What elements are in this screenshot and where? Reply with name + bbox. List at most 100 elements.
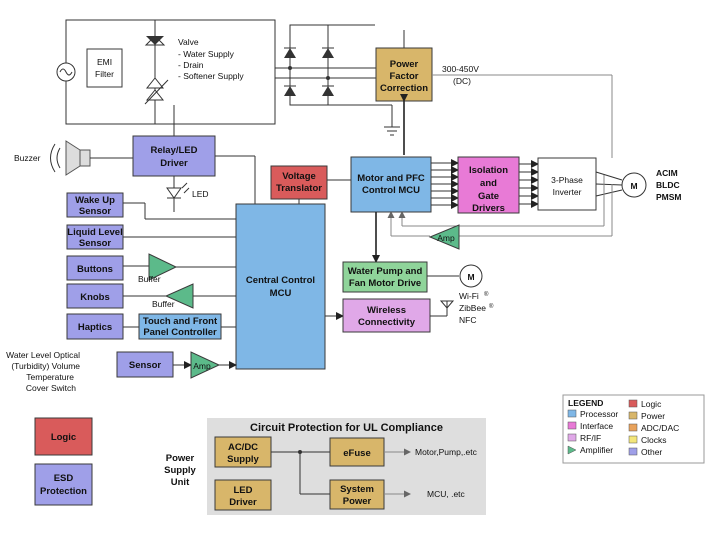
dc-unit-label: (DC) <box>453 76 471 86</box>
antenna-icon <box>439 300 455 316</box>
acdc-supply: AC/DC Supply <box>214 436 272 468</box>
touch-line-1: Touch and Front <box>143 316 218 327</box>
motor-m-label: M <box>630 181 637 191</box>
legend-swatch-clocks <box>628 435 638 444</box>
inv-line-2: Inverter <box>553 187 582 197</box>
wifi-reg: ® <box>484 291 489 298</box>
triac-icon <box>144 35 166 46</box>
efuse-label: eFuse <box>343 448 370 459</box>
logic-label: Logic <box>51 432 76 443</box>
touch-panel-controller: Touch and Front Panel Controller <box>138 313 222 340</box>
pump-fan-drive: Water Pump and Fan Motor Drive <box>342 261 428 293</box>
esd-protection-block: ESD Protection <box>34 463 93 506</box>
isolation-gate-drivers: Isolation and Gate Drivers <box>457 156 520 214</box>
motor-mcu-line-2: Control MCU <box>362 185 420 196</box>
dc-voltage-label: 300-450V <box>442 64 479 74</box>
legend-swatch-processor <box>567 409 577 418</box>
central-line-2: MCU <box>270 288 292 299</box>
legend-other: Other <box>641 447 662 457</box>
legend-adcdac: ADC/DAC <box>641 423 679 433</box>
pfc-line-1: Power <box>390 59 419 70</box>
vt-line-2: Translator <box>276 183 322 194</box>
relay-line-2: Driver <box>160 158 188 169</box>
led-driver-line-1: LED <box>234 485 253 496</box>
motor-type-1: ACIM <box>656 168 678 178</box>
valve-item-2: - Drain <box>178 60 204 70</box>
legend-swatch-interface <box>567 421 577 430</box>
pump-line-2: Fan Motor Drive <box>349 278 421 289</box>
knobs-block: Knobs <box>66 283 124 309</box>
logic-block: Logic <box>34 417 93 456</box>
knobs-label: Knobs <box>80 292 110 303</box>
buzzer-icon <box>50 140 91 176</box>
legend-swatch-adcdac <box>628 423 638 432</box>
sensor-label: Sensor <box>129 360 162 371</box>
legend-swatch-amplifier <box>567 445 577 455</box>
buffer-label-2: Buffer <box>152 299 175 309</box>
iso-line-1: Isolation <box>469 165 508 176</box>
valve-item-1: - Water Supply <box>178 49 235 59</box>
led-label: LED <box>192 189 209 199</box>
inv-line-1: 3-Phase <box>551 175 583 185</box>
legend-processor: Processor <box>580 409 618 419</box>
valve-title: Valve <box>178 37 199 47</box>
sensor-block: Sensor <box>116 351 174 378</box>
pump-motor-icon: M <box>459 264 483 288</box>
wifi-label: Wi-Fi <box>459 291 479 301</box>
psu-line-2: Supply <box>164 465 196 476</box>
valve-item-3: - Softener Supply <box>178 71 244 81</box>
emi-filter-label-1: EMI <box>97 57 112 67</box>
zigbee-label: ZibBee <box>459 303 486 313</box>
wireless-connectivity: Wireless Connectivity <box>342 298 431 333</box>
relay-led-driver: Relay/LED Driver <box>132 135 216 177</box>
legend-title: LEGEND <box>568 398 603 408</box>
bridge-diodes <box>284 47 334 96</box>
led-driver-line-2: Driver <box>229 497 257 508</box>
pump-m-label: M <box>467 272 474 282</box>
emi-filter: EMI Filter <box>86 48 123 88</box>
system-power-block: System Power <box>329 479 385 510</box>
wake-line-2: Sensor <box>79 206 112 217</box>
liquid-level-sensor: Liquid Level Sensor <box>66 224 124 250</box>
buttons-label: Buttons <box>77 264 113 275</box>
motor-phase-wires <box>595 171 623 236</box>
legend-swatch-logic <box>628 399 638 408</box>
legend-rfif: RF/IF <box>580 433 601 443</box>
sensor-amp: Amp <box>190 351 221 379</box>
three-phase-inverter: 3-Phase Inverter <box>537 157 597 211</box>
legend-swatch-rfif <box>567 433 577 442</box>
buttons-block: Buttons <box>66 255 124 281</box>
motor-icon: M <box>621 172 647 198</box>
emi-filter-label-2: Filter <box>95 69 114 79</box>
wake-line-1: Wake Up <box>75 195 115 206</box>
esd-line-1: ESD <box>54 473 74 484</box>
motor-type-3: PMSM <box>656 192 682 202</box>
buttons-buffer <box>148 253 178 281</box>
psu-line-3: Unit <box>171 477 190 488</box>
sys-line-2: Power <box>343 496 372 507</box>
wireless-line-2: Connectivity <box>358 317 416 328</box>
sensor-caption-3: Temperature <box>26 372 74 382</box>
haptics-block: Haptics <box>66 313 124 340</box>
sensor-caption-2: (Turbidity) Volume <box>11 361 80 371</box>
system-output-label: MCU, .etc <box>427 489 466 499</box>
sys-line-1: System <box>340 484 374 495</box>
touch-line-2: Panel Controller <box>143 327 217 338</box>
legend-interface: Interface <box>580 421 613 431</box>
legend-clocks: Clocks <box>641 435 667 445</box>
wake-up-sensor: Wake Up Sensor <box>66 192 124 218</box>
mains-wiring <box>65 19 393 127</box>
gate-bus <box>519 160 539 208</box>
motor-pfc-mcu: Motor and PFC Control MCU <box>350 156 432 213</box>
buffer-label-1: Buffer <box>138 274 161 284</box>
efuse-output-label: Motor,Pump,.etc <box>415 447 478 457</box>
feedback-amp-label: Amp <box>437 233 455 243</box>
motor-mcu-line-1: Motor and PFC <box>357 173 425 184</box>
legend-swatch-power <box>628 411 638 420</box>
pwm-bus <box>431 159 459 209</box>
voltage-translator: Voltage Translator <box>270 165 328 200</box>
legend-power: Power <box>641 411 665 421</box>
liquid-line-1: Liquid Level <box>67 227 122 238</box>
ground-icon <box>384 126 400 136</box>
